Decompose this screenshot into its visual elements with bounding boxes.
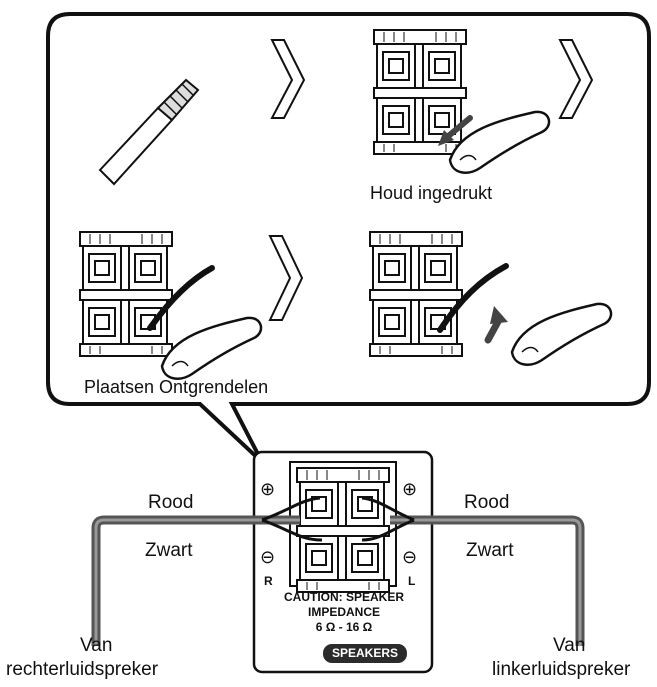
insert-release-label: Plaatsen Ontgrendelen bbox=[84, 377, 269, 397]
minus-sign-right: ⊖ bbox=[402, 547, 418, 567]
right-black-label: Zwart bbox=[466, 540, 514, 561]
left-source-line-1: Van bbox=[80, 635, 113, 656]
channel-right-label: R bbox=[264, 574, 273, 588]
step-arrow-2 bbox=[558, 39, 594, 119]
hold-label: Houd ingedrukt bbox=[370, 183, 493, 203]
caution-line-3: 6 Ω - 16 Ω bbox=[315, 620, 373, 634]
right-source-line-1: Van bbox=[553, 635, 586, 656]
caution-line-2: IMPEDANCE bbox=[307, 605, 380, 619]
left-red-label: Rood bbox=[148, 492, 194, 513]
plus-sign-left: ⊕ bbox=[260, 479, 276, 499]
wire-insert-illustration bbox=[80, 232, 263, 380]
left-source-line-2: rechterluidspreker bbox=[6, 659, 159, 680]
caution-line-1: CAUTION: SPEAKER bbox=[283, 590, 404, 604]
step-arrow-1 bbox=[270, 39, 306, 119]
terminal-press-illustration bbox=[374, 30, 551, 174]
wire-release-illustration bbox=[370, 232, 613, 366]
left-black-label: Zwart bbox=[145, 540, 193, 561]
speakers-badge: SPEAKERS bbox=[323, 644, 407, 663]
right-red-label: Rood bbox=[464, 492, 510, 513]
stripped-wire-illustration bbox=[98, 78, 200, 186]
speaker-cables bbox=[91, 496, 585, 646]
channel-left-label: L bbox=[408, 574, 416, 588]
right-source-line-2: linkerluidspreker bbox=[492, 659, 631, 680]
step-arrow-3 bbox=[268, 235, 304, 321]
minus-sign-left: ⊖ bbox=[260, 547, 276, 567]
plus-sign-right: ⊕ bbox=[402, 479, 418, 499]
